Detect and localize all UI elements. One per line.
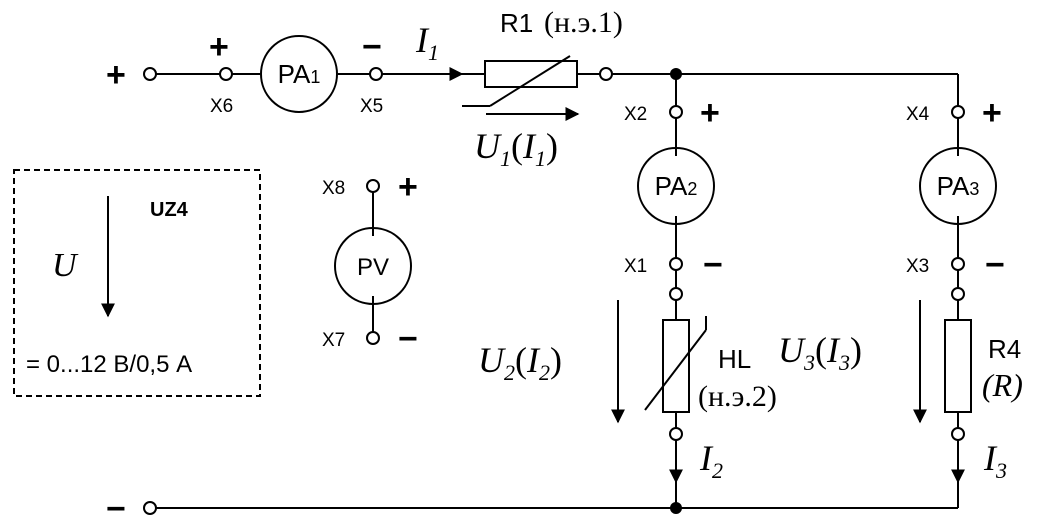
source-voltage-symbol: U (52, 247, 79, 284)
polarity-plus-x4: + (982, 94, 1002, 132)
polarity-minus-output: − (106, 490, 126, 526)
label-hl-note: (н.э.2) (698, 380, 777, 413)
label-x1: X1 (624, 256, 647, 277)
node-top (670, 68, 682, 80)
terminal-minus-in (143, 501, 157, 515)
node-bottom (670, 502, 682, 514)
polarity-plus-x8: + (398, 168, 418, 206)
terminal-x6 (219, 67, 233, 81)
label-hl: HL (718, 344, 751, 374)
polarity-plus-x2: + (700, 94, 720, 132)
source-rating: = 0...12 В/0,5 А (26, 351, 192, 378)
label-u1: U1(I1) (474, 126, 558, 171)
terminal-x3 (951, 257, 965, 271)
label-r1-note: (н.э.1) (544, 6, 623, 39)
label-i1: I1 (415, 20, 439, 65)
label-r4: R4 (988, 334, 1021, 364)
nonlinear-slash-r1 (489, 55, 571, 107)
terminal-x7 (366, 331, 380, 345)
terminal-x1 (669, 257, 683, 271)
label-x6: X6 (210, 96, 233, 117)
lamp-hl (662, 319, 690, 413)
resistor-r4 (944, 319, 972, 413)
terminal-hl-bottom (669, 427, 683, 441)
ammeter-pa1 (260, 35, 338, 113)
label-x7: X7 (322, 330, 345, 351)
label-pa2: PA2 (655, 171, 698, 201)
ammeter-pa3 (919, 147, 997, 225)
label-x5: X5 (360, 96, 383, 117)
label-pa1: PA1 (278, 59, 321, 89)
polarity-minus-x5: − (362, 28, 382, 66)
terminal-r1-out (599, 67, 613, 81)
polarity-minus-x3: − (985, 246, 1005, 284)
source-label: UZ4 (150, 199, 189, 221)
ammeter-pa2 (637, 147, 715, 225)
label-u3: U3(I3) (778, 330, 862, 375)
terminal-x4 (951, 105, 965, 119)
label-pv: PV (357, 254, 389, 281)
source-box (13, 169, 261, 397)
label-x2: X2 (624, 104, 647, 125)
terminal-x2 (669, 105, 683, 119)
label-pa3: PA3 (937, 171, 980, 201)
terminal-plus-in (143, 67, 157, 81)
label-x4: X4 (906, 104, 930, 125)
terminal-x8 (366, 179, 380, 193)
label-r4-note: (R) (982, 367, 1023, 403)
label-i3: I3 (983, 438, 1007, 483)
polarity-minus-x1: − (703, 246, 723, 284)
label-x3: X3 (906, 256, 929, 277)
nonlinear-slash-hl (644, 329, 707, 411)
terminal-r4-bottom (951, 427, 965, 441)
resistor-r1 (484, 60, 578, 88)
voltmeter-pv (334, 227, 412, 305)
terminal-x5 (369, 67, 383, 81)
label-u2: U2(I2) (478, 340, 562, 385)
polarity-plus-input: + (106, 56, 126, 94)
terminal-r4-top (951, 287, 965, 301)
terminal-hl-top (669, 287, 683, 301)
polarity-plus-x6: + (209, 28, 229, 66)
label-i2: I2 (699, 438, 723, 483)
polarity-minus-x7: − (398, 320, 418, 358)
label-x8: X8 (322, 178, 345, 199)
label-r1: R1 (500, 8, 533, 38)
